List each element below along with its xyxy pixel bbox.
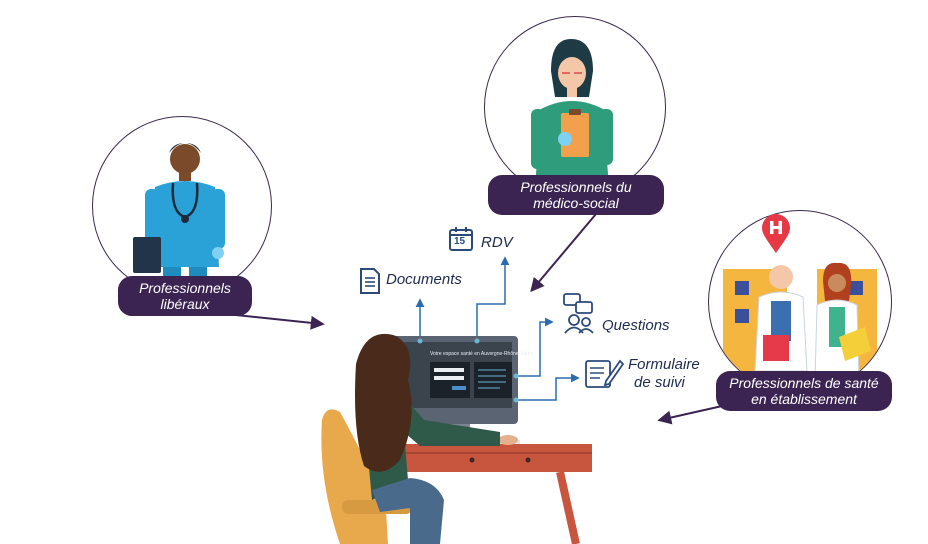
liberal-doctor-illustration xyxy=(133,143,225,295)
medico-line2: médico-social xyxy=(533,195,619,211)
document-icon xyxy=(359,268,381,294)
user-hair xyxy=(355,333,412,472)
screen-header: Votre espace santé en Auvergne-Rhône-Alp… xyxy=(430,351,533,357)
connector-questions xyxy=(516,317,554,377)
form-icon xyxy=(584,357,625,389)
liberaux-label: Professionnels libéraux xyxy=(118,276,252,316)
arrow-medico xyxy=(530,213,597,293)
hospital-pin-icon xyxy=(761,214,791,254)
questions-label: Questions xyxy=(602,317,670,335)
arrow-liberaux xyxy=(225,313,325,330)
desk xyxy=(392,444,592,472)
formulaire-line2: de suivi xyxy=(634,374,685,391)
questions-icon xyxy=(562,292,596,334)
documents-text: Documents xyxy=(386,271,462,288)
rdv-label: RDV xyxy=(481,234,513,252)
arrow-etablissement xyxy=(657,401,741,425)
medico-line1: Professionnels du xyxy=(520,179,632,195)
questions-text: Questions xyxy=(602,317,670,334)
formulaire-line1: Formulaire xyxy=(628,356,700,373)
rdv-text: RDV xyxy=(481,234,513,251)
etablissement-label: Professionnels de santé en établissement xyxy=(716,371,892,411)
etablissement-line2: en établissement xyxy=(751,391,857,407)
connector-formulaire xyxy=(516,373,580,401)
formulaire-label: Formulaire de suivi xyxy=(628,356,700,392)
medico-label: Professionnels du médico-social xyxy=(488,175,664,215)
calendar-icon: 15 xyxy=(448,226,474,252)
calendar-icon-number: 15 xyxy=(454,236,466,247)
documents-label: Documents xyxy=(386,271,462,289)
medico-nurse-illustration xyxy=(531,39,613,187)
medico-circle xyxy=(484,16,666,198)
liberaux-circle xyxy=(92,116,272,296)
connector-rdv xyxy=(476,256,510,340)
liberaux-line2: libéraux xyxy=(160,296,210,312)
liberaux-line1: Professionnels xyxy=(139,280,231,296)
etablissement-line1: Professionnels de santé xyxy=(729,375,879,391)
